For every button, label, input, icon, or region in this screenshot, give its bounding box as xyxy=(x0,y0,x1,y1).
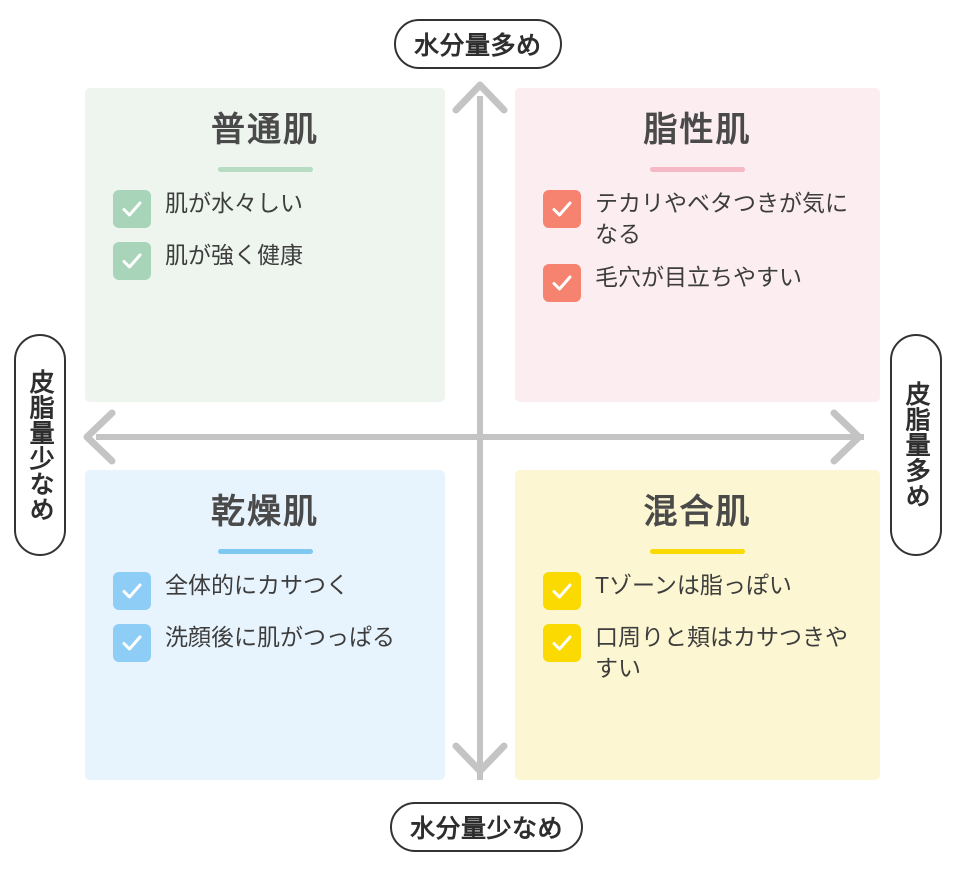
quadrant-combination-skin: 混合肌 Tゾーンは脂っぽい 口周りと頬はカサつきやすい xyxy=(515,470,880,780)
list-item: テカリやベタつきが気になる xyxy=(543,188,852,250)
list-item: 全体的にカサつく xyxy=(113,570,417,610)
trait-list: 全体的にカサつく 洗顔後に肌がつっぱる xyxy=(113,570,417,662)
quadrant-title: 普通肌 xyxy=(211,111,319,149)
check-icon xyxy=(113,189,151,228)
trait-list: テカリやベタつきが気になる 毛穴が目立ちやすい xyxy=(543,188,852,302)
check-icon xyxy=(113,571,151,610)
title-divider xyxy=(650,548,745,554)
trait-list: 肌が水々しい 肌が強く健康 xyxy=(113,188,417,280)
title-divider xyxy=(650,166,745,172)
title-divider xyxy=(217,166,313,172)
list-item: 口周りと頬はカサつきやすい xyxy=(543,622,852,684)
axis-label-bottom-moisture-low: 水分量少なめ xyxy=(390,802,584,852)
quadrant-title: 混合肌 xyxy=(643,493,752,531)
list-item: 洗顔後に肌がつっぱる xyxy=(113,622,417,662)
trait-label: テカリやベタつきが気になる xyxy=(595,189,848,247)
list-item: 肌が強く健康 xyxy=(113,240,417,280)
check-icon xyxy=(543,571,581,610)
quadrant-title: 乾燥肌 xyxy=(211,493,319,531)
quadrant-title: 脂性肌 xyxy=(643,111,752,149)
list-item: 毛穴が目立ちやすい xyxy=(543,262,852,302)
trait-label: 肌が強く健康 xyxy=(165,241,303,268)
title-divider xyxy=(217,548,313,554)
list-item: Tゾーンは脂っぽい xyxy=(543,570,852,610)
check-icon xyxy=(543,263,581,302)
trait-label: 全体的にカサつく xyxy=(165,571,349,598)
quadrant-oily-skin: 脂性肌 テカリやベタつきが気になる 毛穴が目立ちやすい xyxy=(515,88,880,402)
list-item: 肌が水々しい xyxy=(113,188,417,228)
axis-label-top-moisture-high: 水分量多め xyxy=(394,19,562,69)
trait-label: Tゾーンは脂っぽい xyxy=(595,571,792,598)
axis-label-right-sebum-high: 皮脂量多め xyxy=(890,334,942,556)
trait-label: 肌が水々しい xyxy=(165,189,303,216)
check-icon xyxy=(543,189,581,228)
quadrant-dry-skin: 乾燥肌 全体的にカサつく 洗顔後に肌がつっぱる xyxy=(85,470,445,780)
check-icon xyxy=(543,623,581,662)
trait-label: 洗顔後に肌がつっぱる xyxy=(165,623,395,650)
quadrant-normal-skin: 普通肌 肌が水々しい 肌が強く健康 xyxy=(85,88,445,402)
check-icon xyxy=(113,623,151,662)
trait-label: 口周りと頬はカサつきやすい xyxy=(595,623,848,681)
horizontal-axis-line xyxy=(96,434,864,440)
check-icon xyxy=(113,241,151,280)
trait-label: 毛穴が目立ちやすい xyxy=(595,263,802,290)
trait-list: Tゾーンは脂っぽい 口周りと頬はカサつきやすい xyxy=(543,570,852,684)
axis-label-left-sebum-low: 皮脂量少なめ xyxy=(14,334,66,556)
